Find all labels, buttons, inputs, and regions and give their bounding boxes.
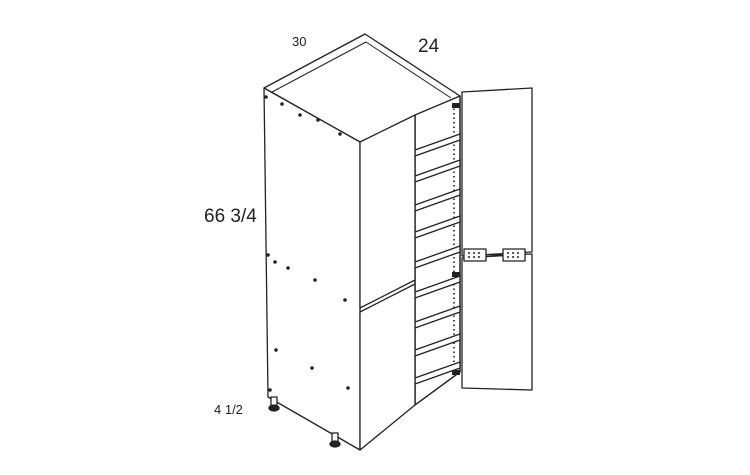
cabinet-left-side — [263, 87, 361, 451]
leg-foot — [268, 404, 280, 412]
hinge — [452, 103, 460, 108]
width-dimension-label: 30 — [292, 34, 307, 49]
height-dimension-label: 66 3/4 — [204, 206, 257, 227]
leveling-legs — [268, 396, 341, 448]
toe-kick-dimension-label: 4 1/2 — [214, 402, 243, 417]
open-door-lower — [461, 253, 533, 391]
leg-foot — [329, 440, 341, 448]
mounting-plate — [502, 248, 526, 262]
side-panel-dots — [264, 95, 350, 392]
hinges — [452, 103, 460, 375]
hinge — [452, 272, 460, 277]
top-face-inner-edge — [271, 41, 452, 99]
cabinet-bottom-edge — [414, 371, 461, 406]
depth-dimension-label: 24 — [418, 36, 440, 57]
hinge — [452, 370, 460, 375]
front-door-upper — [359, 114, 416, 309]
mounting-plates — [463, 248, 526, 262]
open-door-upper — [461, 87, 533, 257]
front-door-lower — [359, 283, 416, 451]
mounting-plate — [463, 248, 487, 262]
